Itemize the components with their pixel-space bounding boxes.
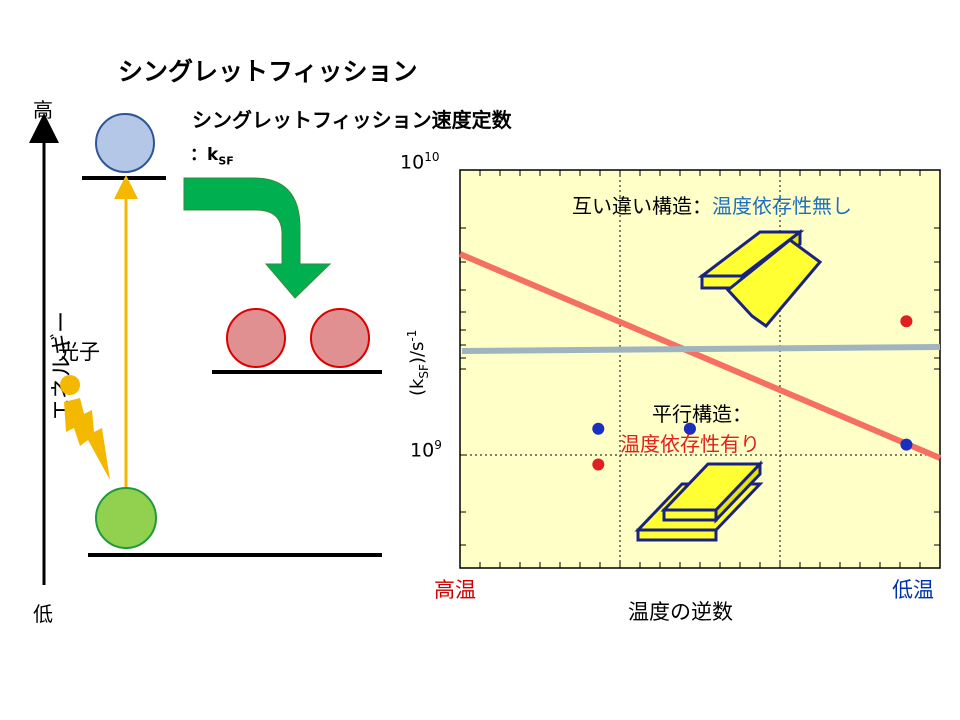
- staggered-annotation: 互い違い構造：温度依存性無し: [572, 194, 852, 218]
- chart-data-points: [592, 315, 913, 471]
- energy-diagram: [29, 113, 382, 585]
- energy-low-label: 低: [33, 602, 53, 626]
- x-right-label: 低温: [892, 578, 934, 602]
- photon-label: 光子: [58, 340, 100, 364]
- ground-state-molecule: [95, 487, 157, 549]
- photon-dot: [60, 375, 80, 395]
- singlet-exciton: [95, 113, 155, 173]
- triplet-exciton-2: [310, 308, 370, 368]
- rate-constant-symbol: ：kSF: [190, 145, 234, 168]
- y-tick-10e9: 109: [410, 438, 442, 462]
- x-axis-title: 温度の逆数: [628, 600, 733, 624]
- chart-minor-ticks: [459, 169, 941, 568]
- staggered-structure-icon: [697, 228, 823, 329]
- photon-lightning-icon: [64, 398, 110, 480]
- rate-constant-title: シングレットフィッション速度定数: [192, 108, 512, 132]
- data-point-0-0: [592, 458, 605, 471]
- fission-arrow: [183, 177, 332, 299]
- y-axis-title: (kSF)/s-1: [405, 329, 431, 397]
- page-title: シングレットフィッション: [118, 57, 418, 86]
- blue-fit-line: [461, 344, 941, 354]
- parallel-annotation-desc: 温度依存性有り: [620, 432, 760, 456]
- data-point-1-0: [592, 422, 605, 435]
- data-point-1-1: [683, 422, 696, 435]
- x-left-label: 高温: [434, 578, 476, 602]
- triplet-exciton-1: [226, 308, 286, 368]
- parallel-structure-icon: [634, 460, 764, 542]
- red-fit-line: [458, 251, 942, 461]
- y-tick-10e10: 1010: [400, 150, 440, 174]
- parallel-annotation-title: 平行構造：: [652, 402, 752, 426]
- data-point-1-2: [900, 438, 913, 451]
- data-point-0-2: [900, 315, 913, 328]
